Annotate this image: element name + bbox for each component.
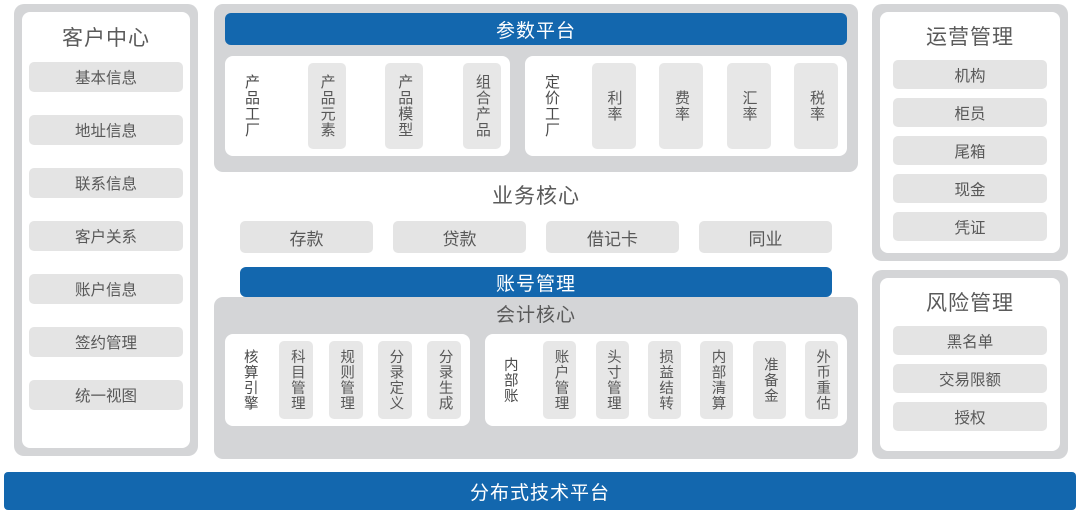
reserve-fund-chip[interactable]: 准备金 [752,341,786,419]
business-core-chips: 存款 贷款 借记卡 同业 [240,221,832,253]
fee-rate-label: 费率 [672,90,690,122]
customer-center-panel: 客户中心 基本信息 地址信息 联系信息 客户关系 账户信息 签约管理 统一视图 [14,4,198,456]
accounting-core-groups: 核算引擎 科目管理 规则管理 分录定义 分录生成 内部账 [225,334,847,426]
business-core-item-interbank[interactable]: 同业 [699,221,832,253]
foreign-currency-revaluation-label: 外币重估 [814,349,831,411]
internal-account-label: 内部账 [501,356,518,404]
center-column: 参数平台 产品工厂 产品元素 产品模型 组合产品 定价工厂 [214,4,858,459]
right-column: 运营管理 机构 柜员 尾箱 现金 凭证 风险管理 黑名单 交易限额 授权 [872,4,1068,459]
reserve-fund-label: 准备金 [761,356,778,404]
entry-definition-chip[interactable]: 分录定义 [377,341,412,419]
risk-management-title: 风险管理 [926,292,1014,315]
product-factory-group: 产品工厂 产品元素 产品模型 组合产品 [225,56,510,156]
customer-center-item-contract-management[interactable]: 签约管理 [29,327,183,357]
operations-management-card: 运营管理 机构 柜员 尾箱 现金 凭证 [880,12,1060,253]
pricing-factory-group: 定价工厂 利率 费率 汇率 税率 [525,56,847,156]
operations-item-voucher[interactable]: 凭证 [893,212,1047,241]
business-core-section: 业务核心 存款 贷款 借记卡 同业 账号管理 [214,172,858,297]
entry-generation-label: 分录生成 [436,349,453,411]
rule-management-label: 规则管理 [338,349,355,411]
interest-rate-label: 利率 [605,90,623,122]
interest-rate-chip[interactable]: 利率 [591,63,636,149]
position-management-label: 头寸管理 [604,349,621,411]
operations-management-panel: 运营管理 机构 柜员 尾箱 现金 凭证 [872,4,1068,261]
customer-center-item-unified-view[interactable]: 统一视图 [29,380,183,410]
customer-center-item-contact-info[interactable]: 联系信息 [29,168,183,198]
internal-account-group: 内部账 账户管理 头寸管理 损益结转 内部清算 准备金 [485,334,847,426]
profit-loss-carryover-label: 损益结转 [657,349,674,411]
accounting-engine-label: 核算引擎 [241,349,258,411]
account-management-bar[interactable]: 账号管理 [240,267,832,297]
product-factory-label: 产品工厂 [242,74,260,138]
product-model-chip[interactable]: 产品模型 [385,63,424,149]
tax-rate-chip[interactable]: 税率 [794,63,838,149]
product-model-label: 产品模型 [396,74,414,138]
pricing-factory-label: 定价工厂 [542,74,560,138]
business-core-item-loan[interactable]: 贷款 [393,221,526,253]
customer-center-item-account-info[interactable]: 账户信息 [29,274,183,304]
product-element-label: 产品元素 [318,74,336,138]
risk-item-blacklist[interactable]: 黑名单 [893,326,1047,355]
customer-center-item-basic-info[interactable]: 基本信息 [29,62,183,92]
customer-center-item-customer-relations[interactable]: 客户关系 [29,221,183,251]
subject-management-chip[interactable]: 科目管理 [279,341,314,419]
internal-settlement-chip[interactable]: 内部清算 [700,341,734,419]
composite-product-chip[interactable]: 组合产品 [462,63,501,149]
fee-rate-chip[interactable]: 费率 [659,63,703,149]
entry-definition-label: 分录定义 [387,349,404,411]
operations-management-title: 运营管理 [926,26,1014,49]
rule-management-chip[interactable]: 规则管理 [328,341,363,419]
position-management-chip[interactable]: 头寸管理 [595,341,629,419]
accounting-engine-group: 核算引擎 科目管理 规则管理 分录定义 分录生成 [225,334,470,426]
entry-generation-chip[interactable]: 分录生成 [427,341,461,419]
composite-product-label: 组合产品 [473,74,491,138]
operations-item-cash-drawer[interactable]: 尾箱 [893,136,1047,165]
exchange-rate-label: 汇率 [740,90,758,122]
exchange-rate-chip[interactable]: 汇率 [726,63,771,149]
distributed-tech-platform-bar[interactable]: 分布式技术平台 [4,472,1076,510]
product-element-chip[interactable]: 产品元素 [307,63,346,149]
risk-management-card: 风险管理 黑名单 交易限额 授权 [880,278,1060,451]
parameter-platform-groups: 产品工厂 产品元素 产品模型 组合产品 定价工厂 利率 [225,56,847,156]
account-management-chip[interactable]: 账户管理 [543,341,577,419]
profit-loss-carryover-chip[interactable]: 损益结转 [647,341,681,419]
internal-settlement-label: 内部清算 [709,349,726,411]
business-core-item-deposit[interactable]: 存款 [240,221,373,253]
operations-item-teller[interactable]: 柜员 [893,98,1047,127]
subject-management-label: 科目管理 [288,349,305,411]
accounting-core-title: 会计核心 [495,305,576,326]
risk-management-panel: 风险管理 黑名单 交易限额 授权 [872,270,1068,459]
account-management-label: 账户管理 [552,349,569,411]
customer-center-title: 客户中心 [62,27,150,50]
operations-item-cash[interactable]: 现金 [893,174,1047,203]
accounting-core-panel: 会计核心 核算引擎 科目管理 规则管理 分录定义 分录生成 [214,297,858,459]
foreign-currency-revaluation-chip[interactable]: 外币重估 [804,341,838,419]
business-core-item-debit-card[interactable]: 借记卡 [546,221,679,253]
risk-item-transaction-limit[interactable]: 交易限额 [893,364,1047,393]
risk-item-authorization[interactable]: 授权 [893,402,1047,431]
customer-center-item-address-info[interactable]: 地址信息 [29,115,183,145]
tax-rate-label: 税率 [807,90,825,122]
parameter-platform-panel: 参数平台 产品工厂 产品元素 产品模型 组合产品 定价工厂 [214,4,858,172]
operations-item-institution[interactable]: 机构 [893,60,1047,89]
business-core-title: 业务核心 [492,185,580,208]
customer-center-card: 客户中心 基本信息 地址信息 联系信息 客户关系 账户信息 签约管理 统一视图 [22,12,190,448]
parameter-platform-title-bar[interactable]: 参数平台 [225,13,847,45]
